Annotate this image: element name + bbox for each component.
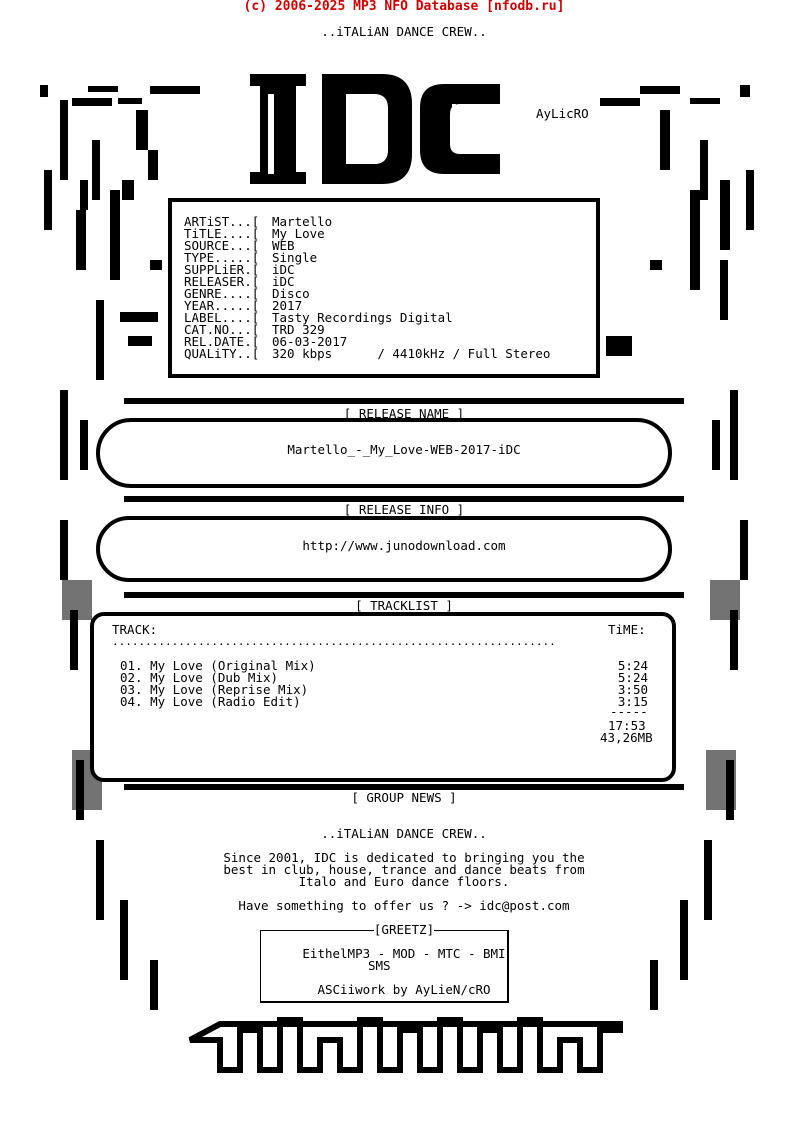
info-key: TYPE.....[ (184, 250, 260, 265)
track-time: 3:50 (617, 682, 648, 697)
group-news-line-1: Since 2001, IDC is dedicated to bringing… (223, 850, 585, 865)
info-key: SUPPLiER.[ (184, 262, 260, 277)
info-key: YEAR.....[ (184, 298, 260, 313)
info-key: LABEL....[ (184, 310, 260, 325)
divider-line (124, 496, 684, 502)
tracklist-header: [ TRACKLIST ] (0, 598, 808, 613)
divider-line (124, 398, 684, 404)
track-title: 03. My Love (Reprise Mix) (120, 682, 309, 697)
info-row: ARTiST...[ Martello (184, 214, 333, 229)
info-row: QUALiTY..[ 320 kbps / 4410kHz / Full Ster… (184, 346, 551, 361)
info-value: iDC (272, 274, 295, 289)
info-row: CAT.NO...[ TRD 329 (184, 322, 325, 337)
info-key: QUALiTY..[ (184, 346, 260, 361)
tracklist-box (90, 612, 676, 782)
info-row: SOURCE...[ WEB (184, 238, 295, 253)
info-row: RELEASER.[ iDC (184, 274, 295, 289)
ascii-artist-tag: AyLicRO (536, 106, 589, 121)
tracklist-col-track: TRACK: (112, 622, 158, 637)
track-row: 04. My Love (Radio Edit) 3:15 (120, 694, 650, 709)
info-row: REL.DATE.[ 06-03-2017 (184, 334, 348, 349)
info-value: Single (272, 250, 318, 265)
release-name-box (96, 418, 672, 488)
group-news-header: [ GROUP NEWS ] (0, 790, 808, 805)
release-info-box (168, 198, 600, 378)
info-row: TiTLE....[ My Love (184, 226, 325, 241)
release-info-header: [ RELEASE INFO ] (0, 502, 808, 517)
tracklist-total-size: 43,26MB (600, 730, 653, 745)
info-value: 2017 (272, 298, 303, 313)
info-value: iDC (272, 262, 295, 277)
info-key: RELEASER.[ (184, 274, 260, 289)
info-row: TYPE.....[ Single (184, 250, 318, 265)
info-key: TiTLE....[ (184, 226, 260, 241)
track-title: 04. My Love (Radio Edit) (120, 694, 301, 709)
track-row: 03. My Love (Reprise Mix) 3:50 (120, 682, 650, 697)
info-key: ARTiST...[ (184, 214, 260, 229)
divider-line (124, 784, 684, 790)
info-row: LABEL....[ Tasty Recordings Digital (184, 310, 453, 325)
info-row: YEAR.....[ 2017 (184, 298, 303, 313)
release-name-header: [ RELEASE NAME ] (0, 406, 808, 421)
track-row: 01. My Love (Original Mix) 5:24 (120, 658, 650, 673)
track-title: 01. My Love (Original Mix) (120, 658, 316, 673)
tracklist-col-time: TiME: (608, 622, 646, 637)
info-value: Martello (272, 214, 333, 229)
info-row: GENRE....[ Disco (184, 286, 310, 301)
track-time: 5:24 (617, 658, 648, 673)
tracklist-rule: ----- (610, 704, 648, 719)
release-info-url: http://www.junodownload.com (302, 538, 506, 553)
info-key: GENRE....[ (184, 286, 260, 301)
track-time: 3:15 (617, 694, 648, 709)
greetz-line-2: SMS (368, 958, 391, 973)
info-value: Disco (272, 286, 310, 301)
greetz-line-1: EithelMP3 - MOD - MTC - BMI (302, 946, 506, 961)
info-value: 320 kbps / 4410kHz / Full Stereo (272, 346, 551, 361)
release-name-value: Martello_-_My_Love-WEB-2017-iDC (287, 442, 521, 457)
info-key: REL.DATE.[ (184, 334, 260, 349)
info-value: Tasty Recordings Digital (272, 310, 453, 325)
divider-line (124, 592, 684, 598)
info-key: SOURCE...[ (184, 238, 260, 253)
group-news-line-2: best in club, house, trance and dance be… (223, 862, 585, 877)
info-key: CAT.NO...[ (184, 322, 260, 337)
info-value: TRD 329 (272, 322, 325, 337)
nfodb-banner: (c) 2006-2025 MP3 NFO Database [nfodb.ru… (243, 0, 565, 14)
group-news-line-3: Italo and Euro dance floors. (298, 874, 510, 889)
track-row: 02. My Love (Dub Mix) 5:24 (120, 670, 650, 685)
ascii-credit: ASCiiwork by AyLieN/cRO (317, 982, 491, 997)
track-title: 02. My Love (Dub Mix) (120, 670, 279, 685)
idc-logo (240, 44, 510, 194)
group-news-crew: ..iTALiAN DANCE CREW.. (321, 826, 487, 841)
greetz-header: [GREETZ] (373, 922, 435, 937)
group-news-offer: Have something to offer us ? -> idc@post… (238, 898, 570, 913)
info-value: WEB (272, 238, 295, 253)
track-time: 5:24 (617, 670, 648, 685)
crew-top-text: ..iTALiAN DANCE CREW.. (321, 24, 487, 39)
info-row: SUPPLiER.[ iDC (184, 262, 295, 277)
info-value: 06-03-2017 (272, 334, 348, 349)
release-info-url-box (96, 516, 672, 582)
tracklist-total-time: 17:53 (608, 718, 646, 733)
info-value: My Love (272, 226, 325, 241)
tracklist-dots: ........................................… (112, 635, 556, 648)
